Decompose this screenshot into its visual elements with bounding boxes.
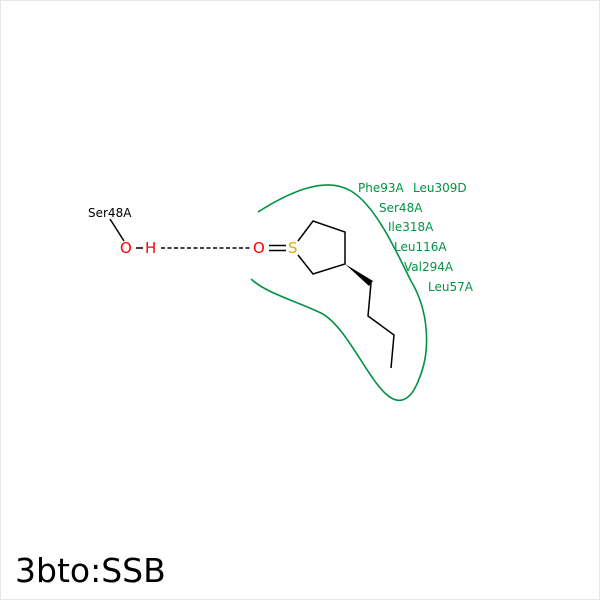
residue-label: Val294A [404, 260, 454, 274]
thiolane-ring [297, 220, 346, 275]
residue-hydrogen-atom: H [145, 239, 157, 257]
residue-label: Phe93A [358, 181, 404, 195]
residue-label: Ile318A [388, 220, 434, 234]
residue-label: Ser48A [379, 201, 423, 215]
ligand-sulfur-atom: S [288, 239, 298, 257]
diagram-title: 3bto:SSB [15, 551, 166, 590]
butyl-chain [367, 282, 395, 369]
ligand-oxygen-atom: O [253, 239, 265, 257]
hydrophobic-contact-curve [250, 184, 428, 402]
hbond-residue-label: Ser48A [88, 206, 132, 220]
residue-oxygen-atom: O [120, 239, 132, 257]
residue-label: Leu116A [394, 240, 447, 254]
residue-label: Leu57A [428, 280, 473, 294]
wedge-bond [345, 264, 373, 286]
residue-label: Leu309D [413, 181, 467, 195]
ser48-bond [109, 218, 125, 242]
